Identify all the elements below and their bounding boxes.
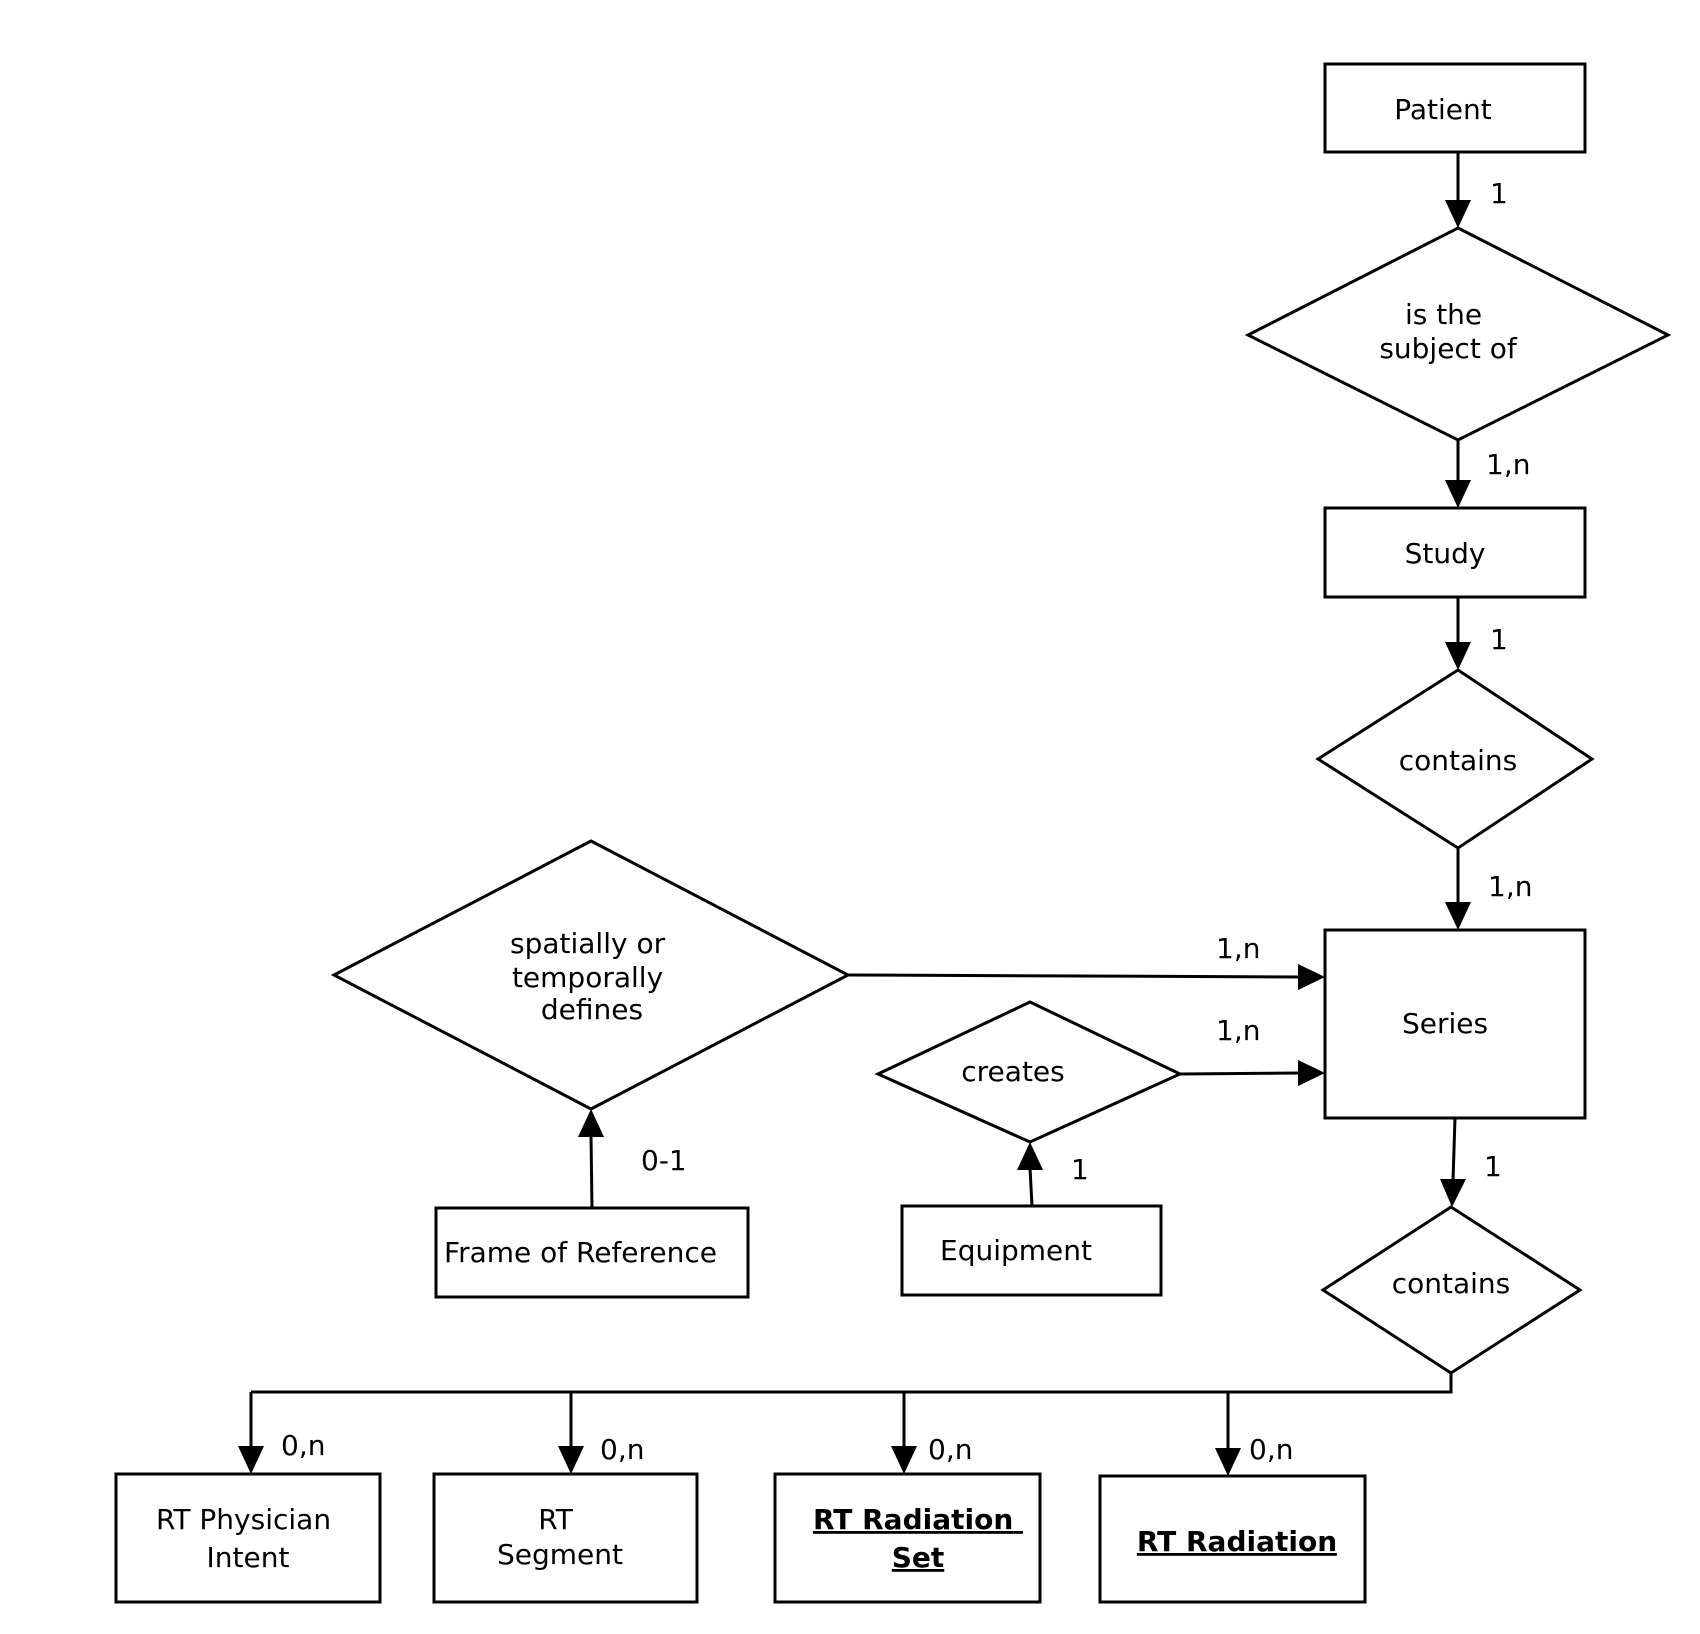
frame-of-reference-entity [434,1206,750,1299]
cardinality-label: 0,n [281,1429,325,1462]
cardinality-label: 1 [1484,1150,1502,1183]
cardinality-label: 1,n [1488,870,1532,903]
cardinality-label: 1 [1490,177,1508,210]
arrowhead [891,1446,917,1474]
series-label: Series [1402,1007,1488,1040]
equipment-entity [900,1204,1163,1297]
arrowhead [238,1446,264,1474]
cardinality-label: 1,n [1216,1014,1260,1047]
connector-spatial-to-series [847,973,1301,979]
rt-segment-entity [432,1472,699,1604]
rt-segment-label: RT Segment [497,1503,623,1571]
contains-study-label: contains [1399,744,1518,777]
arrowhead [1440,1179,1466,1207]
frame-of-reference-label: Frame of Reference [444,1236,717,1269]
rt-physician-intent-label: RT Physician Intent [156,1503,340,1574]
arrowhead [1445,642,1471,670]
arrowhead [1215,1448,1241,1476]
arrowhead [1298,1060,1325,1086]
arrowhead [558,1446,584,1474]
connector-equipment-to-creates [1028,1167,1034,1207]
cardinality-label: 0-1 [641,1144,687,1177]
connector-frame-to-spatial [589,1134,594,1209]
cardinality-label: 0,n [1249,1433,1293,1466]
patient-label: Patient [1394,93,1492,126]
rt-radiation-set-entity [773,1472,1042,1604]
cardinality-label: 1,n [1486,448,1530,481]
arrowhead [578,1109,604,1137]
arrowhead [1017,1142,1043,1170]
cardinality-label: 0,n [600,1433,644,1466]
connector-contains-bus [251,1373,1453,1394]
cardinality-label: 1,n [1216,932,1260,965]
is-subject-of-label: is the subject of [1379,298,1518,365]
study-entity [1323,506,1587,599]
contains-series-label: contains [1392,1267,1511,1300]
cardinality-label: 1 [1071,1153,1089,1186]
connector-creates-to-series [1179,1071,1301,1076]
rt-radiation-entity [1098,1474,1367,1604]
cardinality-label: 0,n [928,1433,972,1466]
creates-label: creates [961,1055,1064,1088]
patient-entity [1323,62,1587,154]
arrowhead [1298,964,1325,990]
rt-radiation-set-label: RT Radiation Set [813,1503,1023,1574]
rt-physician-intent-entity [114,1472,382,1604]
arrowhead [1445,902,1471,930]
spatially-defines-label: spatially or temporally defines [510,927,674,1026]
rt-radiation-label: RT Radiation [1137,1525,1337,1558]
arrowhead [1445,200,1471,228]
cardinality-label: 1 [1490,623,1508,656]
arrowhead [1445,480,1471,508]
series-entity [1323,928,1587,1120]
connector-series-to-contains [1451,1117,1457,1182]
study-label: Study [1405,537,1486,570]
equipment-label: Equipment [940,1234,1092,1267]
